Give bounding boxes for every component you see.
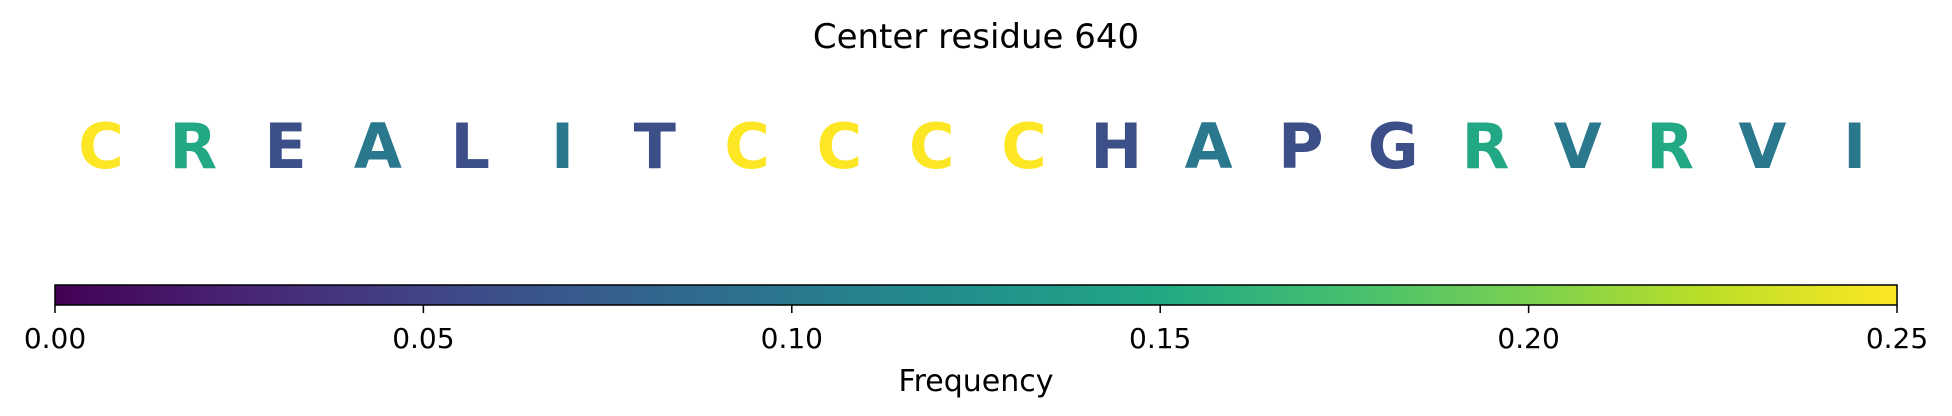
colorbar-tick-label: 0.20	[1497, 322, 1559, 355]
residue-letter: C	[724, 110, 770, 183]
residue-letter: C	[1001, 110, 1047, 183]
colorbar-label: Frequency	[899, 364, 1054, 399]
residue-letter: R	[169, 110, 217, 183]
residue-letter: A	[1185, 110, 1233, 183]
residue-letter: R	[1646, 110, 1694, 183]
residue-letter: I	[551, 110, 574, 183]
residue-letter: V	[1738, 110, 1786, 183]
residue-letter: H	[1090, 110, 1142, 183]
residue-letter: E	[264, 110, 306, 183]
colorbar	[54, 284, 1898, 306]
chart-title: Center residue 640	[813, 17, 1139, 57]
residue-letter: T	[634, 110, 676, 183]
residue-letter: C	[78, 110, 124, 183]
residue-letter: V	[1554, 110, 1602, 183]
residue-letter: R	[1462, 110, 1510, 183]
colorbar-tick-label: 0.25	[1866, 322, 1928, 355]
colorbar-tick-label: 0.05	[392, 322, 454, 355]
residue-letter: A	[354, 110, 402, 183]
residue-letter: I	[1843, 110, 1866, 183]
residue-letter: L	[450, 110, 490, 183]
colorbar-tick-label: 0.10	[761, 322, 823, 355]
residue-letter: C	[817, 110, 863, 183]
residue-letter: G	[1368, 110, 1419, 183]
colorbar-tick-label: 0.00	[24, 322, 86, 355]
residue-letter: P	[1278, 110, 1323, 183]
residue-letter: C	[909, 110, 955, 183]
colorbar-tick-label: 0.15	[1129, 322, 1191, 355]
colorbar-ticks: 0.00 0.05 0.10 0.15 0.20 0.25	[24, 305, 1928, 355]
